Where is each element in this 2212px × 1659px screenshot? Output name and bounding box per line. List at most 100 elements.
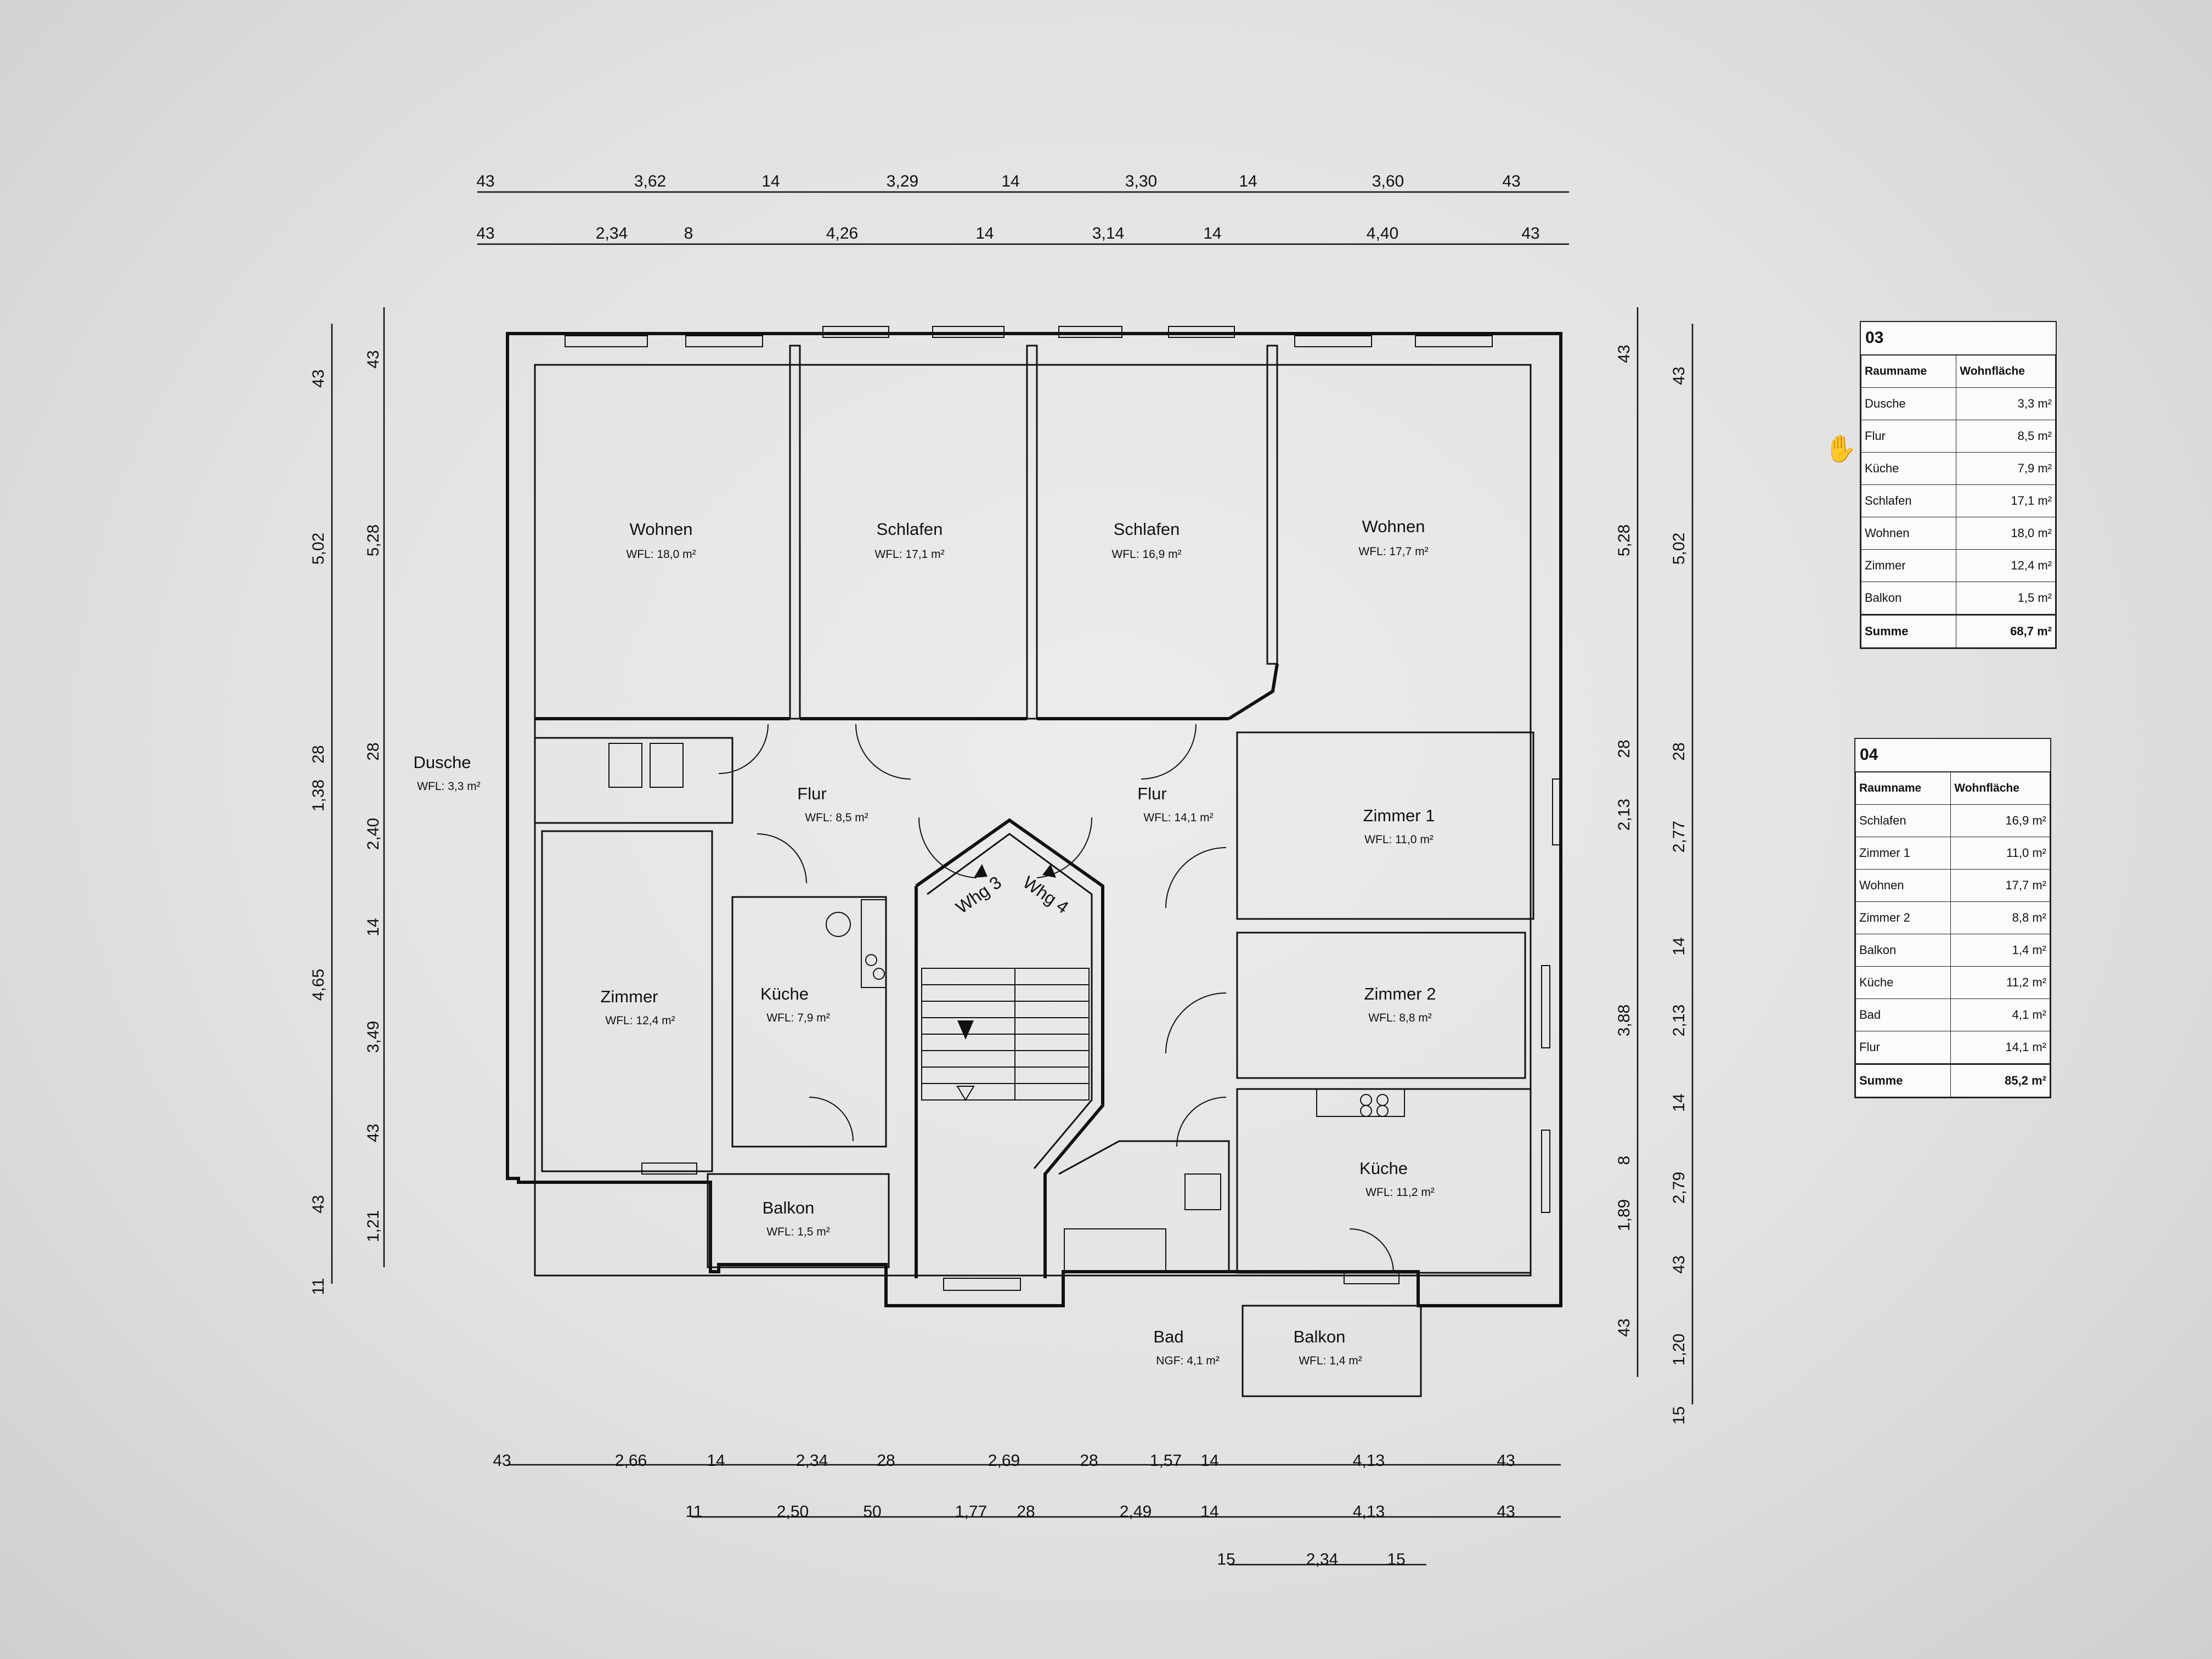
dimension-label: 2,66 [615, 1452, 647, 1470]
dimension-label: 28 [1017, 1503, 1035, 1521]
dimension-label: 43 [1502, 172, 1520, 190]
svg-text:Wohnen: Wohnen [1362, 517, 1425, 536]
svg-text:Küche: Küche [1359, 1159, 1408, 1178]
dimension-label: 14 [1670, 937, 1688, 955]
dimension-label: 28 [309, 745, 328, 763]
dimension-label: 1,21 [364, 1210, 382, 1242]
dimension-label: 43 [476, 224, 494, 242]
dimension-label: 43 [1521, 224, 1539, 242]
outer-walls [506, 332, 1562, 1307]
dimension-label: 43 [493, 1452, 511, 1470]
dimension-label: 4,65 [309, 969, 328, 1001]
dimension-label: 50 [863, 1503, 881, 1521]
dimension-label: 2,49 [1120, 1503, 1152, 1521]
svg-text:WFL: 11,0 m²: WFL: 11,0 m² [1364, 833, 1434, 846]
dimension-label: 8 [1615, 1156, 1633, 1165]
dimension-label: 2,13 [1615, 799, 1633, 831]
dimension-label: 2,77 [1670, 821, 1688, 853]
dimension-label: 2,34 [596, 224, 628, 242]
dimension-label: 5,28 [364, 524, 382, 556]
dimension-label: 14 [975, 224, 994, 242]
dimension-lines [331, 191, 1694, 1566]
svg-text:Balkon: Balkon [1294, 1327, 1346, 1346]
room-zimmer-1: Zimmer 1 WFL: 11,0 m² [1363, 806, 1435, 846]
interior-walls [534, 326, 1561, 1397]
dimension-label: 14 [364, 918, 382, 936]
dimension-label: 8 [684, 224, 693, 242]
svg-text:WFL: 1,4 m²: WFL: 1,4 m² [1299, 1355, 1362, 1367]
dimension-label: 28 [1080, 1452, 1098, 1470]
dimension-label: 4,13 [1353, 1503, 1385, 1521]
dimension-label: 4,26 [826, 224, 858, 242]
svg-text:WFL: 17,1 m²: WFL: 17,1 m² [874, 548, 944, 561]
dimension-label: 14 [1200, 1452, 1218, 1470]
dimension-label: 15 [1387, 1550, 1405, 1568]
svg-text:WFL: 11,2 m²: WFL: 11,2 m² [1365, 1186, 1435, 1199]
dimension-label: 28 [364, 742, 382, 760]
dimension-label: 14 [1001, 172, 1019, 190]
dimension-label: 1,89 [1615, 1199, 1633, 1231]
dimension-label: 14 [1239, 172, 1257, 190]
dimension-label: 43 [1497, 1503, 1515, 1521]
svg-text:Wohnen: Wohnen [630, 520, 693, 539]
dimension-label: 43 [1615, 1318, 1633, 1336]
column-header: Raumname [1860, 355, 1957, 388]
svg-text:NGF: 4,1 m²: NGF: 4,1 m² [1156, 1355, 1220, 1367]
dimension-label: 2,13 [1670, 1005, 1688, 1036]
svg-text:Zimmer 1: Zimmer 1 [1363, 806, 1435, 825]
svg-text:Flur: Flur [797, 784, 826, 803]
dimension-label: 3,49 [364, 1021, 382, 1053]
stair-label-whg3: Whg 3 [952, 872, 1005, 918]
svg-text:WFL: 8,8 m²: WFL: 8,8 m² [1368, 1012, 1432, 1024]
svg-text:Schlafen: Schlafen [1114, 520, 1180, 539]
dimension-label: 14 [761, 172, 780, 190]
dimension-label: 2,50 [777, 1503, 809, 1521]
svg-text:WFL: 18,0 m²: WFL: 18,0 m² [626, 548, 696, 561]
dimension-label: 14 [1670, 1093, 1688, 1111]
column-header: Wohnfläche [1950, 772, 2050, 805]
dimension-label: 3,30 [1125, 172, 1157, 190]
dimension-label: 28 [1615, 740, 1633, 758]
svg-text:Bad: Bad [1153, 1327, 1183, 1346]
svg-text:Zimmer: Zimmer [600, 987, 658, 1006]
dimension-label: 43 [1615, 345, 1633, 363]
svg-text:Balkon: Balkon [763, 1198, 815, 1217]
dimension-label: 28 [877, 1452, 895, 1470]
dimension-label: 3,62 [634, 172, 666, 190]
dimension-label: 43 [1497, 1452, 1515, 1470]
svg-text:WFL: 14,1 m²: WFL: 14,1 m² [1143, 811, 1213, 824]
dimension-label: 2,34 [1306, 1550, 1338, 1568]
dimension-label: 1,57 [1150, 1452, 1182, 1470]
stairs [921, 864, 1090, 1101]
column-header: Wohnfläche [1956, 355, 2056, 388]
dimension-label: 3,14 [1092, 224, 1124, 242]
dimension-label: 5,02 [1670, 533, 1688, 565]
dimension-label: 2,34 [796, 1452, 828, 1470]
stair-label-whg4: Whg 4 [1019, 872, 1072, 918]
